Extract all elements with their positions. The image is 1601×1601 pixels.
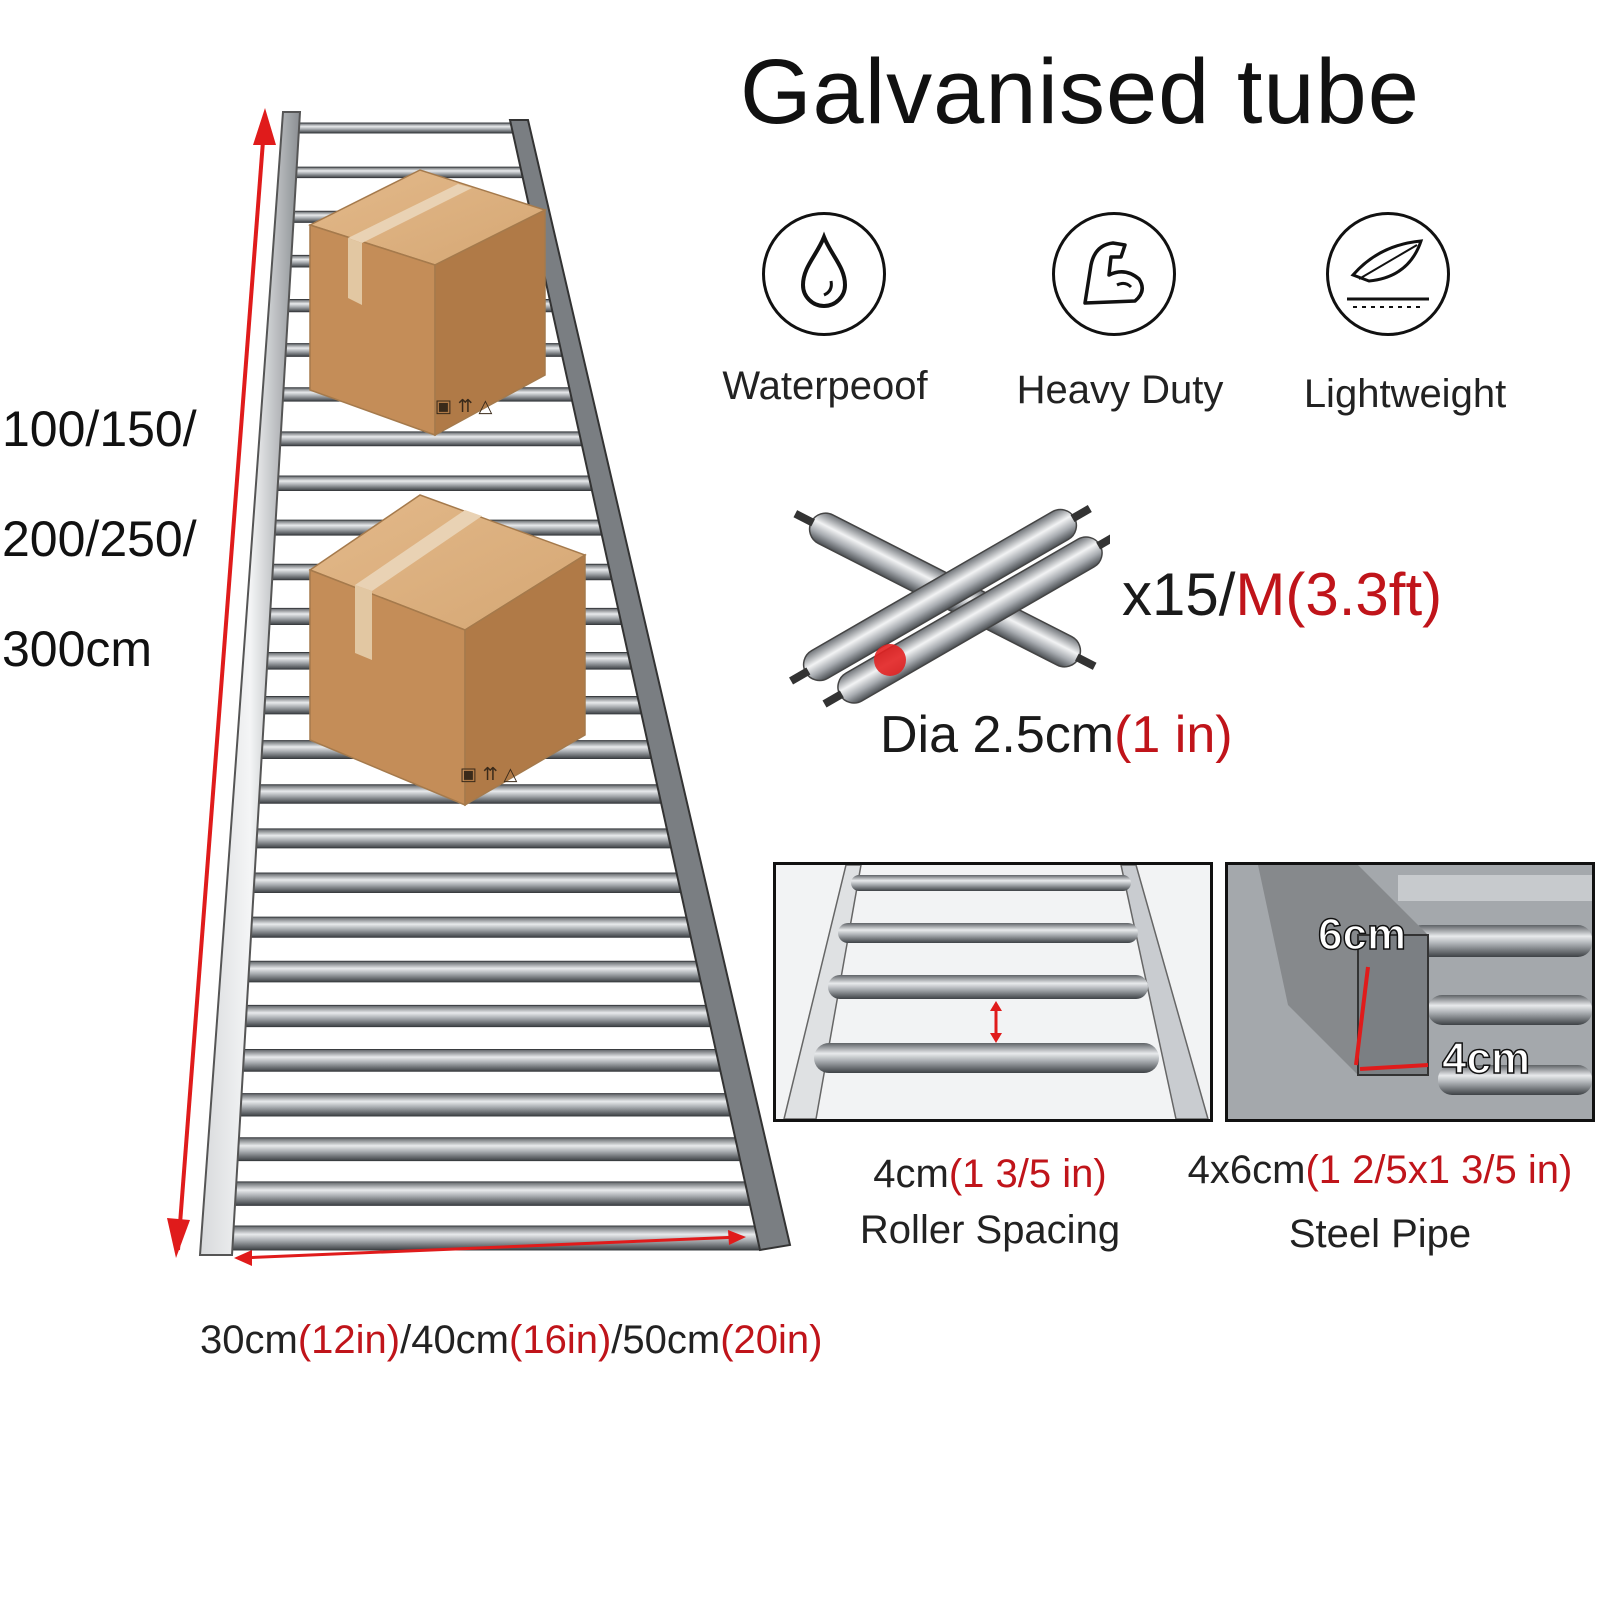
roller-diameter: Dia 2.5cm(1 in) bbox=[880, 705, 1233, 765]
steel-pipe-photo bbox=[1225, 862, 1595, 1122]
pipe-width-arrow bbox=[1359, 1063, 1429, 1071]
conveyor-roller bbox=[289, 122, 521, 134]
conveyor-roller bbox=[235, 1004, 723, 1028]
svg-text:▣ ⇈ △: ▣ ⇈ △ bbox=[460, 764, 518, 785]
conveyor-roller bbox=[226, 1137, 753, 1162]
width-arrow-head-left bbox=[234, 1250, 252, 1266]
conveyor-roller bbox=[237, 960, 713, 983]
roller-spacing-photo bbox=[773, 862, 1213, 1122]
conveyor-roller bbox=[267, 475, 602, 491]
length-option-line-3: 300cm bbox=[2, 621, 153, 677]
width-opt-2-in: (16in) bbox=[509, 1318, 612, 1362]
roller-quantity: x15/M(3.3ft) bbox=[1122, 560, 1442, 629]
pipe-width-dimension: 4cm bbox=[1441, 1033, 1531, 1084]
left-rail bbox=[198, 111, 302, 1256]
conveyor-roller bbox=[229, 1093, 743, 1117]
feature-label-lightweight: Lightweight bbox=[1303, 372, 1507, 416]
page-title: Galvanised tube bbox=[740, 41, 1420, 143]
cardboard-box-1: ▣ ⇈ △ bbox=[308, 169, 547, 437]
length-arrow-head-bottom bbox=[167, 1218, 190, 1258]
roller-quantity-per-meter: M(3.3ft) bbox=[1235, 561, 1443, 628]
length-option-line-2: 200/250/ bbox=[2, 511, 197, 567]
width-arrow-head-right bbox=[728, 1230, 746, 1245]
roller-spacing-label: Roller Spacing bbox=[859, 1208, 1121, 1252]
width-options: 30cm(12in)/40cm(16in)/50cm(20in) bbox=[200, 1318, 822, 1363]
roller-diameter-imperial: (1 in) bbox=[1114, 706, 1233, 764]
roller-spacing-value: 4cm(1 3/5 in) bbox=[760, 1152, 1220, 1197]
svg-text:▣ ⇈ △: ▣ ⇈ △ bbox=[435, 396, 493, 417]
roller-shafts-illustration bbox=[789, 505, 1110, 708]
pipe-height-arrow bbox=[1354, 966, 1370, 1066]
steel-pipe-value: 4x6cm(1 2/5x1 3/5 in) bbox=[1160, 1148, 1600, 1193]
cardboard-box-2: ▣ ⇈ △ bbox=[308, 494, 587, 807]
steel-pipe-label: Steel Pipe bbox=[1288, 1212, 1472, 1256]
length-arrow-head-top bbox=[253, 108, 276, 145]
feather-icon bbox=[1326, 212, 1450, 336]
width-arrow-line bbox=[239, 1235, 741, 1260]
feature-label-waterproof: Waterpeoof bbox=[722, 364, 928, 408]
conveyor-roller bbox=[245, 828, 682, 849]
diameter-marker-dot bbox=[874, 644, 906, 676]
feature-label-heavy-duty: Heavy Duty bbox=[1016, 368, 1224, 412]
length-option-line-1: 100/150/ bbox=[2, 401, 197, 457]
width-opt-3-in: (20in) bbox=[720, 1318, 823, 1362]
width-opt-1-in: (12in) bbox=[297, 1318, 401, 1362]
right-rail bbox=[508, 119, 792, 1252]
width-opt-1: 30cm bbox=[200, 1318, 298, 1362]
width-opt-2: /40cm bbox=[400, 1318, 510, 1362]
conveyor-roller bbox=[243, 872, 692, 894]
roller-diameter-metric: Dia 2.5cm bbox=[880, 706, 1115, 764]
steel-pipe-metric: 4x6cm bbox=[1187, 1148, 1306, 1192]
flexed-arm-icon bbox=[1052, 212, 1176, 336]
water-drop-icon bbox=[762, 212, 886, 336]
roller-conveyor-illustration: ▣ ⇈ △ ▣ ⇈ △ bbox=[167, 108, 792, 1266]
conveyor-roller bbox=[224, 1181, 763, 1206]
steel-pipe-imperial: (1 2/5x1 3/5 in) bbox=[1305, 1148, 1573, 1192]
length-arrow-line bbox=[176, 114, 267, 1251]
conveyor-roller bbox=[232, 1049, 733, 1072]
pipe-height-dimension: 6cm bbox=[1317, 909, 1407, 960]
conveyor-roller bbox=[240, 916, 702, 938]
roller-quantity-prefix: x15/ bbox=[1122, 561, 1236, 628]
width-opt-3: /50cm bbox=[611, 1318, 721, 1362]
roller-spacing-imperial: (1 3/5 in) bbox=[948, 1152, 1107, 1196]
roller-spacing-metric: 4cm bbox=[873, 1152, 949, 1196]
